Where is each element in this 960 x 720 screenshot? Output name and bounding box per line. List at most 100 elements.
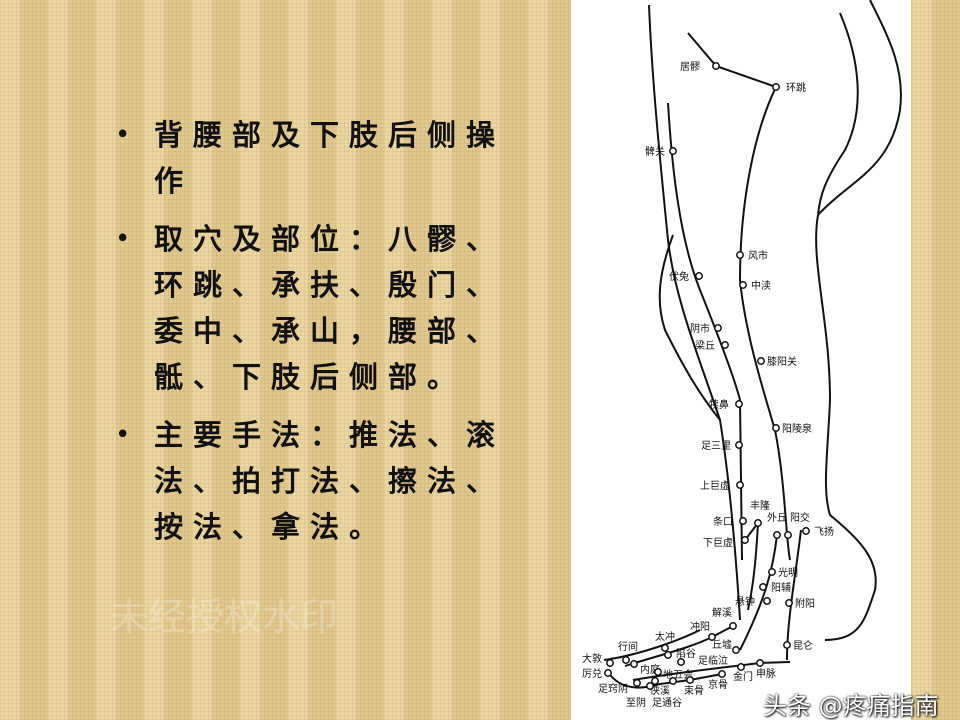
acupoint-label: 附阳 <box>795 597 815 610</box>
acupoint-marker <box>622 656 630 664</box>
acupoint-marker <box>739 517 747 525</box>
acupoint-marker <box>630 660 638 668</box>
acupoint-label: 梁丘 <box>695 339 715 352</box>
acupoint-marker <box>736 251 744 259</box>
acupoint-marker <box>686 676 694 684</box>
leg-outline <box>603 0 902 689</box>
acupoint-label: 伏兔 <box>669 270 689 283</box>
bullet-text-line: 主要手法：推法、滚 <box>154 418 506 452</box>
acupoint-marker <box>772 83 780 91</box>
acupoint-marker <box>714 324 722 332</box>
acupoint-marker <box>646 682 654 690</box>
acupoint-label: 陷谷 <box>676 647 696 660</box>
bullet-item: • 主要手法：推法、滚法、拍打法、擦法、按法、拿法。 <box>110 412 530 550</box>
acupoint-marker <box>661 644 669 652</box>
acupoint-marker <box>633 679 641 687</box>
acupoint-marker <box>736 481 744 489</box>
acupoint-label: 膝阳关 <box>767 355 797 368</box>
acupoint-label: 条口 <box>713 515 733 528</box>
acupoint-label: 金门 <box>733 670 753 683</box>
acupoint-label: 至阴 <box>626 697 646 709</box>
acupoint-label: 厉兑 <box>582 667 602 680</box>
leg-outline-svg: 居髎环跳髀关风市伏兔中渎阴市梁丘膝阳关犊鼻阳陵泉足三里上巨虚条口丰隆下巨虚外丘阳… <box>582 0 902 709</box>
acupoint-marker <box>677 658 685 666</box>
bullet-text-line: 委中、承山，腰部、 <box>154 314 506 348</box>
acupoint-label: 居髎 <box>680 61 700 73</box>
acupoint-label: 中渎 <box>751 279 771 292</box>
acupoint-marker <box>654 668 662 676</box>
acupoint-markers: 居髎环跳髀关风市伏兔中渎阴市梁丘膝阳关犊鼻阳陵泉足三里上巨虚条口丰隆下巨虚外丘阳… <box>582 61 834 709</box>
watermark-text: 头条 @疼痛指南 <box>763 692 939 720</box>
acupoint-label: 冲阳 <box>690 620 710 633</box>
acupoint-label: 京骨 <box>708 678 728 691</box>
acupoint-label: 足窍阴 <box>598 682 628 695</box>
bullet-item: • 背腰部及下肢后侧操作 <box>110 112 530 204</box>
acupoint-marker <box>651 677 659 685</box>
acupoint-marker <box>735 441 743 449</box>
acupoint-marker <box>759 583 767 591</box>
acupoint-label: 太冲 <box>655 630 675 643</box>
bullet-text-line: 按法、拿法。 <box>154 510 389 544</box>
acupoint-label: 外丘 <box>767 512 787 524</box>
acupoint-label: 束骨 <box>684 685 704 697</box>
acupoint-marker <box>732 646 740 654</box>
acupoint-marker <box>604 669 612 677</box>
acupoint-marker <box>739 281 747 289</box>
faint-watermark: 未经授权水印 <box>110 595 339 639</box>
acupoint-label: 足通谷 <box>652 697 682 709</box>
acupoint-label: 下巨虚 <box>703 537 733 549</box>
acupoint-marker <box>669 147 677 155</box>
acupoint-marker <box>741 536 749 544</box>
acupoint-marker <box>783 641 791 649</box>
acupoint-marker <box>712 62 720 70</box>
acupoint-label: 足三里 <box>701 440 731 452</box>
acupoint-label: 髀关 <box>645 145 665 158</box>
acupoint-label: 地五会 <box>663 668 693 681</box>
acupoint-label: 丘墟 <box>712 638 732 651</box>
bullet-text-line: 背腰部及下肢后侧操 <box>154 118 506 152</box>
acupoint-marker <box>763 597 771 605</box>
acupoint-marker <box>606 659 614 667</box>
acupoint-marker <box>784 531 792 539</box>
acupoint-leg-diagram: 居髎环跳髀关风市伏兔中渎阴市梁丘膝阳关犊鼻阳陵泉足三里上巨虚条口丰隆下巨虚外丘阳… <box>571 0 911 720</box>
acupoint-marker <box>757 357 765 365</box>
acupoint-marker <box>754 519 762 527</box>
acupoint-marker <box>768 568 776 576</box>
acupoint-marker <box>729 622 737 630</box>
acupoint-label: 阳交 <box>790 511 810 524</box>
acupoint-label: 阳辅 <box>771 581 791 594</box>
acupoint-marker <box>802 527 810 535</box>
bullet-text-line: 骶、下肢后侧部。 <box>154 360 467 394</box>
acupoint-label: 阴市 <box>690 322 710 335</box>
acupoint-marker <box>708 633 716 641</box>
acupoint-marker <box>772 424 780 432</box>
acupoint-label: 申脉 <box>756 667 776 680</box>
acupoint-label: 光明 <box>778 566 798 579</box>
bullet-dot: • <box>115 420 131 450</box>
acupoint-label: 昆仑 <box>793 639 813 652</box>
bullet-dot: • <box>115 224 131 254</box>
acupoint-label: 丰隆 <box>750 499 770 512</box>
acupoint-marker <box>664 651 672 659</box>
acupoint-label: 大敦 <box>582 652 602 665</box>
bullet-list: • 背腰部及下肢后侧操作 • 取穴及部位：八髎、环跳、承扶、殷门、委中、承山，腰部、骶… <box>110 112 530 562</box>
acupoint-label: 上巨虚 <box>700 480 730 492</box>
acupoint-marker <box>669 677 677 685</box>
acupoint-label: 悬钟 <box>735 595 755 608</box>
bullet-text-line: 作 <box>154 164 194 198</box>
bullet-text-line: 取穴及部位：八髎、 <box>154 222 506 256</box>
bullet-text-line: 法、拍打法、擦法、 <box>154 464 506 498</box>
acupoint-marker <box>756 659 764 667</box>
acupoint-label: 飞扬 <box>814 525 834 538</box>
acupoint-marker <box>721 341 729 349</box>
acupoint-marker <box>718 670 726 678</box>
acupoint-label: 阳陵泉 <box>782 422 812 435</box>
acupoint-label: 行间 <box>618 640 638 653</box>
acupoint-label: 解溪 <box>712 606 732 619</box>
acupoint-label: 侠溪 <box>650 684 670 697</box>
bullet-text-line: 环跳、承扶、殷门、 <box>154 268 506 302</box>
acupoint-marker <box>737 663 745 671</box>
acupoint-marker <box>785 599 793 607</box>
bullet-dot: • <box>115 120 131 150</box>
bullet-item: • 取穴及部位：八髎、环跳、承扶、殷门、委中、承山，腰部、骶、下肢后侧部。 <box>110 216 530 400</box>
